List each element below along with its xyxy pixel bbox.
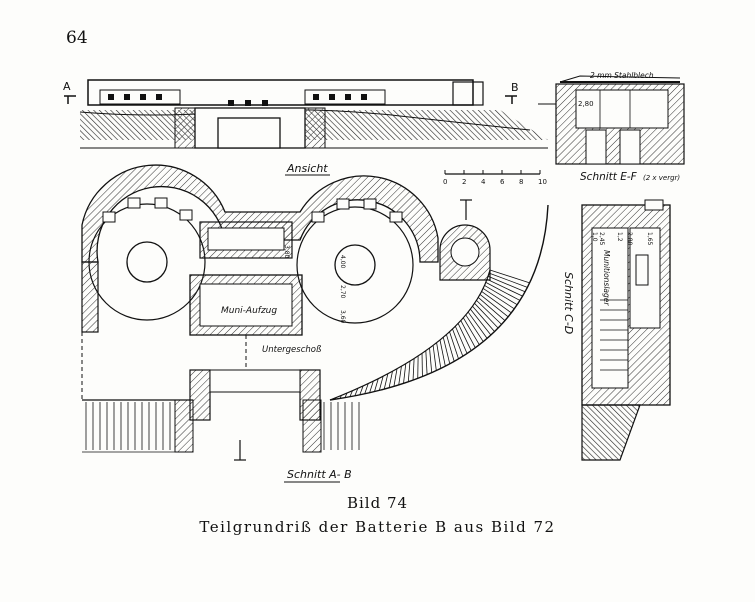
- page-number: 64: [66, 28, 88, 48]
- wall-radial-line: [359, 385, 364, 396]
- scale-tick-label: 4: [481, 178, 486, 186]
- elevation-title: Ansicht: [286, 162, 328, 175]
- wall-radial-line: [439, 339, 446, 367]
- section-cd-dim-3: 1,2: [616, 232, 623, 242]
- wall-radial-line: [478, 297, 506, 321]
- wall-radial-line: [374, 378, 379, 392]
- wall-radial-line: [472, 305, 495, 332]
- wall-radial-line: [462, 317, 480, 345]
- wall-radial-line: [442, 337, 451, 364]
- scale-bar: 0 2 4 6 8 10: [443, 170, 547, 186]
- wall-radial-line: [470, 308, 492, 336]
- scale-tick-label: 2: [462, 178, 466, 186]
- wall-radial-line: [354, 388, 359, 396]
- wall-radial-line: [488, 272, 528, 288]
- plan-dim-1: 3,80: [283, 245, 290, 259]
- figure-number: Bild 74: [346, 494, 409, 512]
- wall-radial-line: [412, 358, 415, 381]
- section-ef-steel-label: 2 mm Stahlblech: [590, 71, 654, 80]
- wall-radial-line: [481, 291, 512, 314]
- wall-radial-line: [467, 311, 488, 339]
- marker-a-left: A: [63, 80, 71, 93]
- wall-radial-line: [349, 390, 353, 397]
- wall-radial-line: [479, 294, 509, 318]
- wall-radial-line: [403, 363, 407, 384]
- wall-radial-line: [388, 371, 393, 388]
- section-cd: Munitionslager 1,0 2,45 1,2 2,80 1,65 Sc…: [562, 199, 671, 461]
- plan-lift-label: Muni-Aufzug: [221, 306, 277, 316]
- wall-radial-line: [465, 314, 484, 342]
- section-ef: 2 mm Stahlblech 2,80 Schnitt E-F (2 x ve…: [538, 71, 685, 183]
- marker-b-right: B: [511, 81, 519, 94]
- wall-radial-line: [393, 368, 398, 387]
- section-cd-dim-2: 2,45: [598, 232, 605, 246]
- wall-radial-line: [482, 288, 515, 310]
- wall-radial-line: [369, 380, 374, 393]
- wall-radial-line: [476, 300, 502, 325]
- elevation-view: A B Ansicht: [63, 79, 548, 176]
- wall-radial-line: [452, 328, 464, 357]
- plan-title: Schnitt A- B: [287, 468, 352, 481]
- wall-radial-line: [378, 376, 384, 391]
- scale-tick-label: 8: [519, 178, 523, 186]
- wall-radial-line: [364, 383, 369, 394]
- plan-dim-4: 3,60: [339, 310, 346, 324]
- plan-basement-label: Untergeschoß: [262, 345, 322, 355]
- section-cd-dim-1: 1,0: [591, 232, 598, 242]
- wall-radial-line: [489, 269, 530, 284]
- wall-radial-line: [344, 392, 348, 398]
- wall-radial-line: [446, 334, 455, 362]
- wall-radial-line: [429, 348, 433, 373]
- wall-radial-line: [449, 331, 459, 359]
- section-cd-storage-label: Munitionslager: [602, 250, 611, 306]
- plan-dim-3: 2,70: [339, 285, 346, 299]
- plan-view: Muni-Aufzug Untergeschoß 3,80 4,00 2,70 …: [81, 164, 549, 483]
- section-ef-note: (2 x vergr): [643, 174, 680, 182]
- section-cd-title: Schnitt C-D: [562, 272, 575, 334]
- wall-radial-line: [398, 366, 402, 385]
- wall-radial-line: [425, 350, 428, 375]
- wall-radial-line: [432, 345, 437, 371]
- scale-tick-label: 6: [500, 178, 505, 186]
- wall-radial-line: [454, 326, 468, 354]
- wall-radial-line: [334, 397, 337, 400]
- scale-tick-label: 10: [538, 178, 547, 186]
- wall-radial-line: [460, 320, 476, 348]
- wall-radial-line: [436, 342, 442, 369]
- section-cd-dim-5: 1,65: [646, 232, 653, 246]
- wall-radial-line: [486, 278, 523, 297]
- wall-radial-line: [474, 303, 499, 329]
- plan-dim-2: 4,00: [339, 255, 346, 269]
- section-cd-dim-4: 2,80: [626, 232, 633, 246]
- wall-radial-line: [457, 323, 472, 351]
- wall-radial-line: [485, 282, 521, 301]
- scale-tick-label: 0: [443, 178, 447, 186]
- wall-radial-line: [487, 275, 526, 293]
- section-ef-dim: 2,80: [578, 100, 594, 108]
- figure-caption: Teilgrundriß der Batterie B aus Bild 72: [199, 518, 556, 536]
- wall-radial-line: [407, 361, 411, 382]
- wall-radial-line: [484, 285, 518, 306]
- wall-radial-line: [339, 395, 342, 399]
- section-ef-title: Schnitt E-F: [580, 171, 638, 183]
- wall-radial-line: [383, 373, 389, 390]
